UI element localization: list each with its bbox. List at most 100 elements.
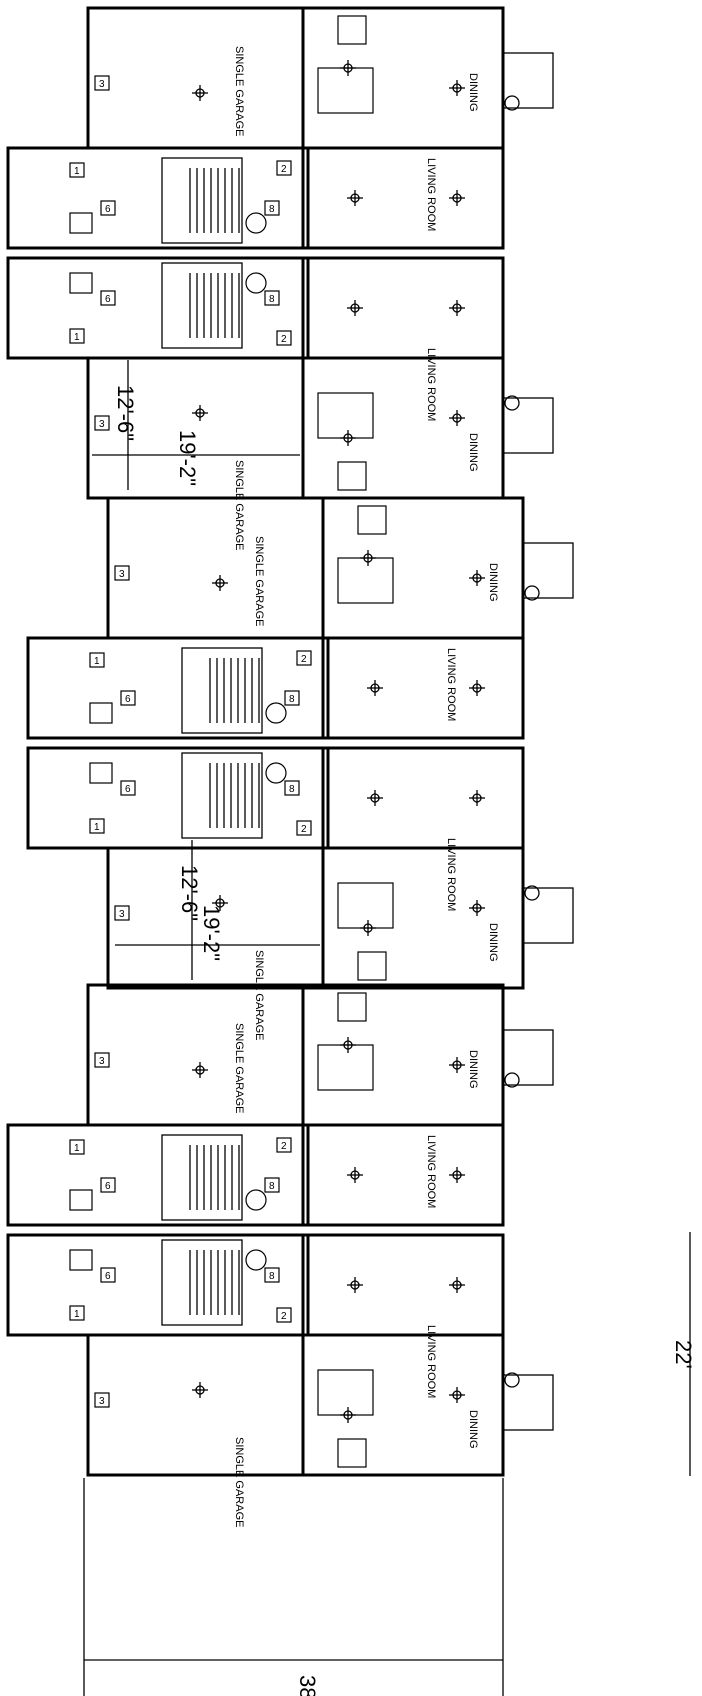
living-room-walls (321, 636, 525, 740)
hose-bib-icon (504, 1372, 520, 1388)
hose-bib-icon (524, 885, 540, 901)
garage-label: SINGLE GARAGE (253, 950, 265, 1040)
tag-label: 8 (269, 1271, 275, 1282)
tag-label: 3 (99, 1396, 105, 1407)
ceiling-light-icon (347, 1167, 363, 1183)
dim-garage-depth-2: 19'-2" (199, 905, 224, 961)
range (357, 951, 387, 981)
tag-label: 2 (301, 824, 307, 835)
tag-label: 2 (281, 334, 287, 345)
ceiling-light-icon (340, 60, 356, 76)
living-room-label: LIVING ROOM (425, 1325, 437, 1398)
tag-marker: 2 (276, 330, 292, 346)
tag-marker: 3 (114, 905, 130, 921)
tag-label: 6 (105, 204, 111, 215)
tag-marker: 8 (264, 200, 280, 216)
ceiling-light-icon (449, 410, 465, 426)
ceiling-light-icon (347, 1277, 363, 1293)
ceiling-light-icon (360, 550, 376, 566)
garage-walls (86, 1333, 305, 1477)
tag-label: 8 (269, 204, 275, 215)
range (337, 1438, 367, 1468)
kitchen-counter (337, 557, 394, 604)
tag-marker: 3 (94, 75, 110, 91)
tag-label: 6 (105, 1271, 111, 1282)
ceiling-light-icon (340, 1407, 356, 1423)
ceiling-light-icon (212, 895, 228, 911)
ceiling-light-icon (192, 1382, 208, 1398)
tag-marker: 8 (264, 1267, 280, 1283)
tag-label: 3 (119, 569, 125, 580)
patio (522, 542, 574, 599)
toilet (69, 1249, 93, 1271)
garage-label: SINGLE GARAGE (233, 1437, 245, 1527)
tag-marker: 3 (94, 1392, 110, 1408)
stair (161, 1239, 243, 1326)
ceiling-light-icon (367, 790, 383, 806)
tag-label: 2 (281, 1141, 287, 1152)
dining-label: DINING (467, 433, 479, 472)
entry-core-walls (6, 256, 310, 360)
toilet (69, 1189, 93, 1211)
tag-marker: 2 (296, 820, 312, 836)
tag-marker: 6 (100, 1267, 116, 1283)
living-room-walls (301, 1123, 505, 1227)
tag-label: 1 (94, 656, 100, 667)
tag-marker: 1 (69, 162, 85, 178)
garage-label: SINGLE GARAGE (233, 46, 245, 136)
ceiling-light-icon (192, 405, 208, 421)
tag-label: 1 (74, 166, 80, 177)
tag-marker: 2 (276, 160, 292, 176)
kitchen-counter (337, 882, 394, 929)
tag-marker: 8 (264, 1177, 280, 1193)
patio (522, 887, 574, 944)
kitchen-counter (317, 1369, 374, 1416)
living-room-label: LIVING ROOM (445, 648, 457, 721)
range (337, 15, 367, 45)
ceiling-light-icon (449, 1387, 465, 1403)
tag-label: 1 (74, 1143, 80, 1154)
dining-label: DINING (467, 1050, 479, 1089)
ceiling-light-icon (469, 900, 485, 916)
dim-garage-width: 12'-6" (113, 385, 138, 441)
entry-core-walls (6, 1233, 310, 1337)
patio (502, 1029, 554, 1086)
ceiling-light-icon (367, 680, 383, 696)
stair (161, 1134, 243, 1221)
ceiling-light-icon (212, 575, 228, 591)
ceiling-light-icon (469, 570, 485, 586)
garage-walls (86, 983, 305, 1127)
kitchen-counter (317, 1044, 374, 1091)
stair (181, 647, 263, 734)
tag-label: 8 (289, 694, 295, 705)
ceiling-light-icon (360, 920, 376, 936)
tag-label: 1 (94, 822, 100, 833)
ceiling-light-icon (449, 1167, 465, 1183)
dim-garage-depth: 19'-2" (175, 430, 200, 486)
tag-marker: 6 (120, 690, 136, 706)
hose-bib-icon (504, 395, 520, 411)
tag-marker: 3 (94, 415, 110, 431)
stair (181, 752, 263, 839)
tag-label: 1 (74, 332, 80, 343)
patio (502, 397, 554, 454)
ceiling-light-icon (449, 300, 465, 316)
tag-marker: 8 (264, 290, 280, 306)
garage-label: SINGLE GARAGE (253, 536, 265, 626)
tag-marker: 2 (276, 1137, 292, 1153)
tag-marker: 6 (120, 780, 136, 796)
garage-walls (106, 496, 325, 640)
tag-marker: 8 (284, 690, 300, 706)
tag-label: 8 (269, 294, 275, 305)
living-room-label: LIVING ROOM (425, 348, 437, 421)
ceiling-light-icon (340, 1037, 356, 1053)
ceiling-light-icon (192, 85, 208, 101)
tag-marker: 1 (89, 818, 105, 834)
entry-core-walls (6, 146, 310, 250)
tag-label: 2 (281, 1311, 287, 1322)
ceiling-light-icon (449, 190, 465, 206)
tag-marker: 1 (89, 652, 105, 668)
